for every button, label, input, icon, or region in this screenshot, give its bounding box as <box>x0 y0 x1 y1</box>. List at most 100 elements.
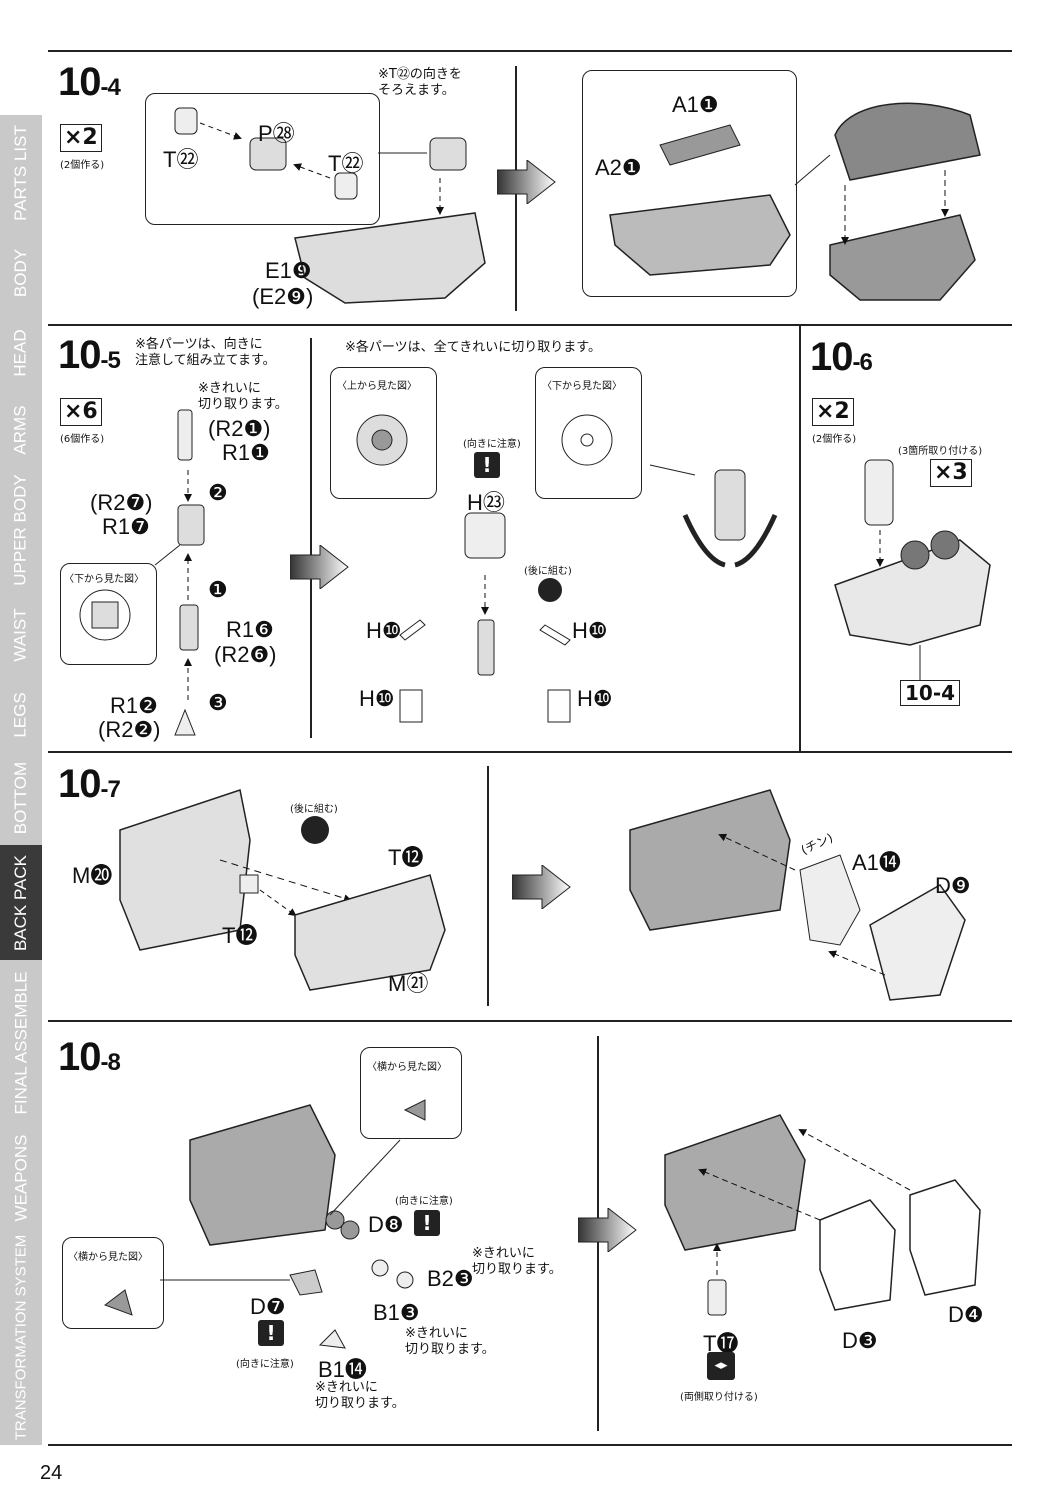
side-view-callout <box>360 1047 462 1139</box>
next-step-arrow <box>290 545 349 589</box>
quantity-badge: ×2 <box>60 124 102 152</box>
cut-note: ※きれいに 切り取ります。 <box>198 381 288 412</box>
tab-arms[interactable]: ARMS <box>0 390 42 471</box>
tab-label: LEGS <box>11 692 31 738</box>
side-view-label: 〈横から見た図〉 <box>68 1252 148 1263</box>
part-label: M㉑ <box>388 971 429 996</box>
reference-step: 10-4 <box>900 680 961 706</box>
divider <box>48 1444 1012 1446</box>
next-step-arrow <box>512 865 571 909</box>
divider <box>48 50 1012 52</box>
caution-icon: ! <box>414 1210 440 1236</box>
cut-note: ※きれいに 切り取ります。 <box>405 1326 495 1357</box>
caution-note: (向きに注意) <box>463 439 521 450</box>
parts-illustration <box>174 107 486 304</box>
bottom-view-label: 〈下から見た図〉 <box>542 381 622 392</box>
quantity-badge: ×2 <box>812 398 854 426</box>
part-label: T⓬ <box>222 923 258 948</box>
step-order-3: ❸ <box>208 690 228 715</box>
both-sides-icon: ◂▸ <box>707 1352 735 1380</box>
quantity-note: (2個作る) <box>812 434 857 445</box>
step-order-1: ❶ <box>208 577 228 602</box>
part-label: B2❸ <box>427 1266 474 1291</box>
tab-label: PARTS LIST <box>11 124 31 221</box>
step-number-10-7: 10-7 <box>58 762 121 806</box>
assembly-illustration <box>834 459 991 680</box>
tab-weapons[interactable]: WEAPONS <box>0 1125 42 1231</box>
next-step-arrow <box>578 1208 637 1252</box>
part-label: R1❷ <box>110 693 158 718</box>
tab-parts-list[interactable]: PARTS LIST <box>0 115 42 231</box>
part-label: (E2❾) <box>252 284 314 309</box>
part-label: P㉘ <box>258 121 295 146</box>
parts-illustration <box>79 409 205 736</box>
part-label: H❿ <box>366 618 402 643</box>
divider <box>487 766 489 1006</box>
divider <box>48 751 1012 753</box>
tab-final-assemble[interactable]: FINAL ASSEMBLE <box>0 960 42 1126</box>
caution-note: (向きに注意) <box>395 1196 453 1207</box>
part-label: D❾ <box>935 873 971 898</box>
next-step-arrow <box>497 160 556 204</box>
part-label: T⓬ <box>388 845 424 870</box>
part-label: B1⓮ <box>318 1357 367 1382</box>
tab-head[interactable]: HEAD <box>0 315 42 391</box>
part-label: D❹ <box>948 1302 984 1327</box>
tab-label: HEAD <box>11 328 31 377</box>
step-number-10-8: 10-8 <box>58 1035 121 1079</box>
assembly-illustration <box>664 1114 981 1316</box>
orientation-note: ※T㉒の向きを そろえます。 <box>378 67 462 98</box>
part-label: R1❼ <box>102 514 150 539</box>
tab-body[interactable]: BODY <box>0 230 42 316</box>
divider <box>48 1020 1012 1022</box>
later-note: (後に組む) <box>524 566 572 577</box>
divider <box>48 324 1012 326</box>
step-order-2: ❷ <box>208 480 228 505</box>
tab-back-pack[interactable]: BACK PACK <box>0 845 42 961</box>
part-label: H❿ <box>577 686 613 711</box>
quantity-badge: ×6 <box>60 398 102 426</box>
both-sides-note: (両側取り付ける) <box>680 1392 758 1403</box>
part-label: R1❶ <box>222 440 270 465</box>
assembly-illustration <box>103 1099 426 1349</box>
assembly-note: ※各パーツは、向きに 注意して組み立てます。 <box>135 337 276 368</box>
side-view-callout <box>62 1237 164 1329</box>
bottom-view-label: 〈下から見た図〉 <box>64 574 144 585</box>
top-view-label: 〈上から見た図〉 <box>337 381 417 392</box>
part-label: R1❻ <box>226 617 274 642</box>
tab-label: TRANSFORMATION SYSTEM <box>12 1234 30 1441</box>
tab-transformation-system[interactable]: TRANSFORMATION SYSTEM <box>0 1230 42 1446</box>
part-label: H㉓ <box>467 490 505 515</box>
part-label: (R2❶) <box>208 416 271 441</box>
tab-label: FINAL ASSEMBLE <box>11 971 31 1114</box>
assembly-illustration <box>609 102 981 301</box>
side-view-label: 〈横から見た図〉 <box>367 1062 447 1073</box>
cut-note: ※きれいに 切り取ります。 <box>315 1380 405 1411</box>
part-label: A1⓮ <box>852 850 901 875</box>
step-number-10-4: 10-4 <box>58 60 121 104</box>
tab-upper-body[interactable]: UPPER BODY <box>0 470 42 591</box>
tab-label: UPPER BODY <box>11 474 31 586</box>
caution-icon: ! <box>258 1320 284 1346</box>
tab-label: WAIST <box>11 608 31 662</box>
assembly-illustration <box>119 789 446 991</box>
part-label: A1❶ <box>672 92 719 117</box>
tab-legs[interactable]: LEGS <box>0 680 42 751</box>
tab-waist[interactable]: WAIST <box>0 590 42 681</box>
caution-icon: ! <box>474 452 500 478</box>
tab-label: BODY <box>11 248 30 297</box>
part-label: D❸ <box>842 1328 878 1353</box>
attach-note: (3箇所取り付ける) <box>898 446 983 457</box>
part-label: H❿ <box>359 686 395 711</box>
assembly-illustration <box>629 789 966 1001</box>
divider <box>799 325 801 751</box>
parts-illustration <box>356 414 778 723</box>
tab-label: BACK PACK <box>11 854 30 951</box>
step-number-10-6: 10-6 <box>810 335 873 379</box>
quantity-note: (2個作る) <box>60 160 105 171</box>
tab-bottom[interactable]: BOTTOM <box>0 750 42 846</box>
cut-note: ※きれいに 切り取ります。 <box>472 1246 562 1277</box>
part-label: A2❶ <box>595 155 642 180</box>
quantity-badge: ×3 <box>930 459 972 487</box>
